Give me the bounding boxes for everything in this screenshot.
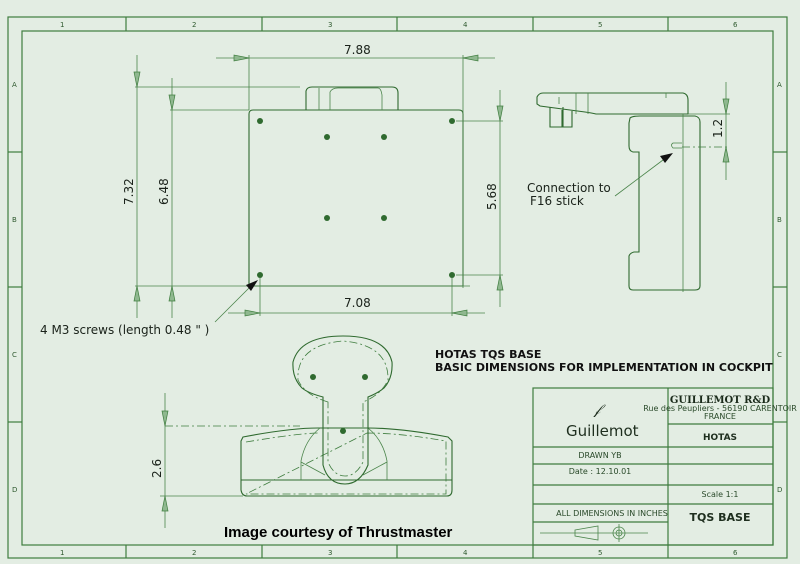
drawing-date: Date : 12.10.01 <box>569 467 632 476</box>
top-view: 7.88 7.32 6.48 5.68 7.08 4 M3 screws (le… <box>40 43 504 337</box>
zone-row-d: D <box>12 486 17 494</box>
zone-col-1: 1 <box>60 21 64 29</box>
drawing-title-line2: BASIC DIMENSIONS FOR IMPLEMENTATION IN C… <box>435 361 773 374</box>
zone-row-c: C <box>12 351 17 359</box>
screw-holes <box>257 118 455 278</box>
units-note: ALL DIMENSIONS IN INCHES <box>556 509 668 518</box>
drawn-by: DRAWN YB <box>578 451 621 460</box>
zone-col-2-bottom: 2 <box>192 549 196 557</box>
projection-symbol-icon <box>540 524 648 542</box>
zone-row-b-right: B <box>777 216 782 224</box>
zone-row-c-right: C <box>777 351 782 359</box>
drawing-title-line1: HOTAS TQS BASE <box>435 348 541 361</box>
zone-col-3-bottom: 3 <box>328 549 332 557</box>
zone-col-3: 3 <box>328 21 332 29</box>
zone-col-5-bottom: 5 <box>598 549 602 557</box>
part-name: TQS BASE <box>690 511 751 524</box>
dim-hole-vertical: 5.68 <box>485 183 499 210</box>
screw-note: 4 M3 screws (length 0.48 " ) <box>40 323 209 337</box>
image-credit: Image courtesy of Thrustmaster <box>224 524 453 541</box>
dim-hole-horizontal: 7.08 <box>344 296 371 310</box>
zone-row-a-right: A <box>777 81 782 89</box>
title-block: 𝒻 Guillemot GUILLEMOT R&D Rue des Peupli… <box>532 387 797 546</box>
company-country: FRANCE <box>704 412 736 421</box>
zone-row-d-right: D <box>777 486 782 494</box>
dim-plate-height: 6.48 <box>157 178 171 205</box>
zone-col-4-bottom: 4 <box>463 549 468 557</box>
zone-col-6: 6 <box>733 21 738 29</box>
zone-col-1-bottom: 1 <box>60 549 64 557</box>
connection-note-line2: F16 stick <box>530 194 584 208</box>
drawing-scale: Scale 1:1 <box>702 490 739 499</box>
drawing-border: 1 2 3 4 5 6 1 2 3 4 5 6 A B C D A B C D <box>7 16 788 559</box>
zone-row-a: A <box>12 81 17 89</box>
dim-connection-offset: 1.2 <box>711 119 725 138</box>
zone-col-4: 4 <box>463 21 468 29</box>
zone-col-5: 5 <box>598 21 602 29</box>
zone-row-b: B <box>12 216 17 224</box>
dim-overall-width: 7.88 <box>344 43 371 57</box>
front-view: 2.6 <box>150 335 453 528</box>
dim-front-height: 2.6 <box>150 459 164 478</box>
dim-overall-height: 7.32 <box>122 178 136 205</box>
project-name: HOTAS <box>703 433 737 443</box>
company-address: Rue des Peupliers - 56190 CARENTOIR <box>643 404 797 413</box>
zone-col-2: 2 <box>192 21 196 29</box>
connection-note-line1: Connection to <box>527 181 611 195</box>
company-name: GUILLEMOT R&D <box>670 395 771 406</box>
side-view: 1.2 Connection to F16 stick <box>527 82 730 292</box>
zone-col-6-bottom: 6 <box>733 549 738 557</box>
guillemot-logo-icon: 𝒻 <box>593 402 606 418</box>
company-logo-text: Guillemot <box>566 422 639 440</box>
